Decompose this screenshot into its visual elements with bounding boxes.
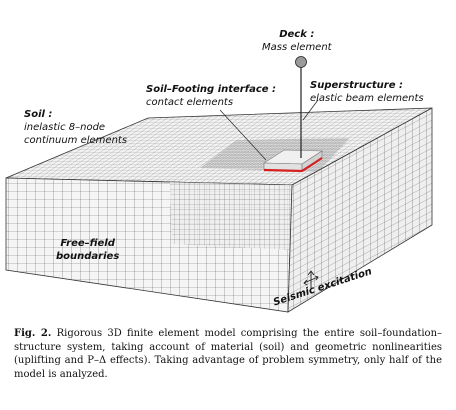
- soil-label: Soil : inelastic 8–node continuum elemen…: [24, 108, 127, 147]
- deck-label: Deck : Mass element: [262, 28, 332, 54]
- deck-title: Deck :: [279, 29, 315, 40]
- soil-footing-interface-line: [263, 157, 323, 173]
- superstructure-label: Superstructure : elastic beam elements: [310, 79, 424, 105]
- superstructure-subtitle: elastic beam elements: [310, 93, 424, 104]
- soil-subtitle-2: continuum elements: [24, 135, 128, 146]
- fe-model-figure: [5, 56, 433, 313]
- soil-side-face: [287, 107, 433, 313]
- footing: [263, 149, 323, 173]
- free-field-line2: boundaries: [56, 251, 120, 262]
- superstructure-title: Superstructure :: [310, 80, 403, 91]
- leader-superstructure: [302, 99, 319, 121]
- figure-caption: Fig. 2. Rigorous 3D finite element model…: [14, 327, 442, 382]
- deck-subtitle: Mass element: [262, 42, 332, 53]
- free-field-line1: Free–field: [60, 238, 115, 249]
- caption-fig-number: Fig. 2.: [14, 328, 52, 339]
- deck-mass: [295, 56, 307, 68]
- leader-interface: [219, 109, 267, 161]
- soil-subtitle-1: inelastic 8–node: [24, 122, 106, 133]
- caption-text: Rigorous 3D finite element model compris…: [14, 328, 443, 381]
- interface-label: Soil–Footing interface : contact element…: [146, 83, 276, 109]
- soil-front-fine-band: [170, 182, 292, 250]
- free-field-label: Free–field boundaries: [56, 237, 119, 263]
- interface-subtitle: contact elements: [146, 97, 234, 108]
- seismic-arrow-icon: [303, 270, 319, 288]
- interface-title: Soil–Footing interface :: [146, 84, 277, 95]
- soil-title: Soil :: [24, 109, 53, 120]
